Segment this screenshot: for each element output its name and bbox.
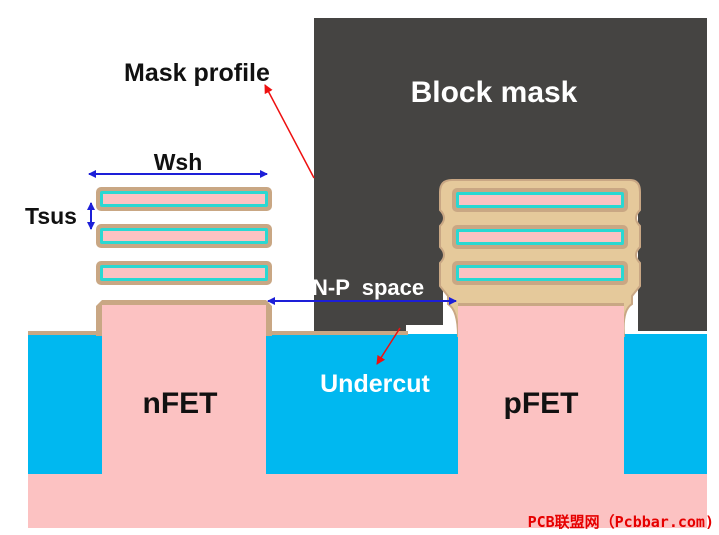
- pfet-fin: [458, 305, 624, 474]
- oxide-liner-middle: [268, 331, 408, 335]
- pfet-fin-edge: [458, 303, 624, 306]
- nfet-label: nFET: [143, 387, 218, 420]
- nfet-fin: [102, 305, 266, 474]
- undercut-label: Undercut: [320, 370, 430, 398]
- substrate: [28, 474, 707, 528]
- oxide-middle: [266, 334, 458, 474]
- nanosheet: [103, 268, 265, 278]
- block-mask: [314, 18, 707, 331]
- tsus-label: Tsus: [25, 203, 77, 229]
- pfet-label: pFET: [504, 387, 579, 420]
- nanosheet: [103, 194, 265, 204]
- np-space-label: N-P space: [312, 275, 424, 300]
- nanosheet: [103, 231, 265, 241]
- nfet-nanosheet-stack: [96, 187, 272, 285]
- watermark-text: PCB联盟网（Pcbbar.com): [528, 513, 714, 531]
- block-mask-label: Block mask: [411, 76, 578, 109]
- undercut-pointer-arrow: [376, 327, 401, 365]
- wsh-label: Wsh: [154, 149, 203, 175]
- nanosheet: [459, 232, 621, 242]
- pfet-nanosheet-stack: [452, 188, 628, 285]
- mask-profile-label: Mask profile: [124, 59, 270, 87]
- oxide-left: [28, 334, 102, 474]
- oxide-liner-left: [28, 331, 100, 335]
- nanosheet: [459, 268, 621, 278]
- mask-profile-pointer-arrow: [264, 84, 315, 179]
- oxide-right: [624, 334, 707, 474]
- nanosheet: [459, 195, 621, 205]
